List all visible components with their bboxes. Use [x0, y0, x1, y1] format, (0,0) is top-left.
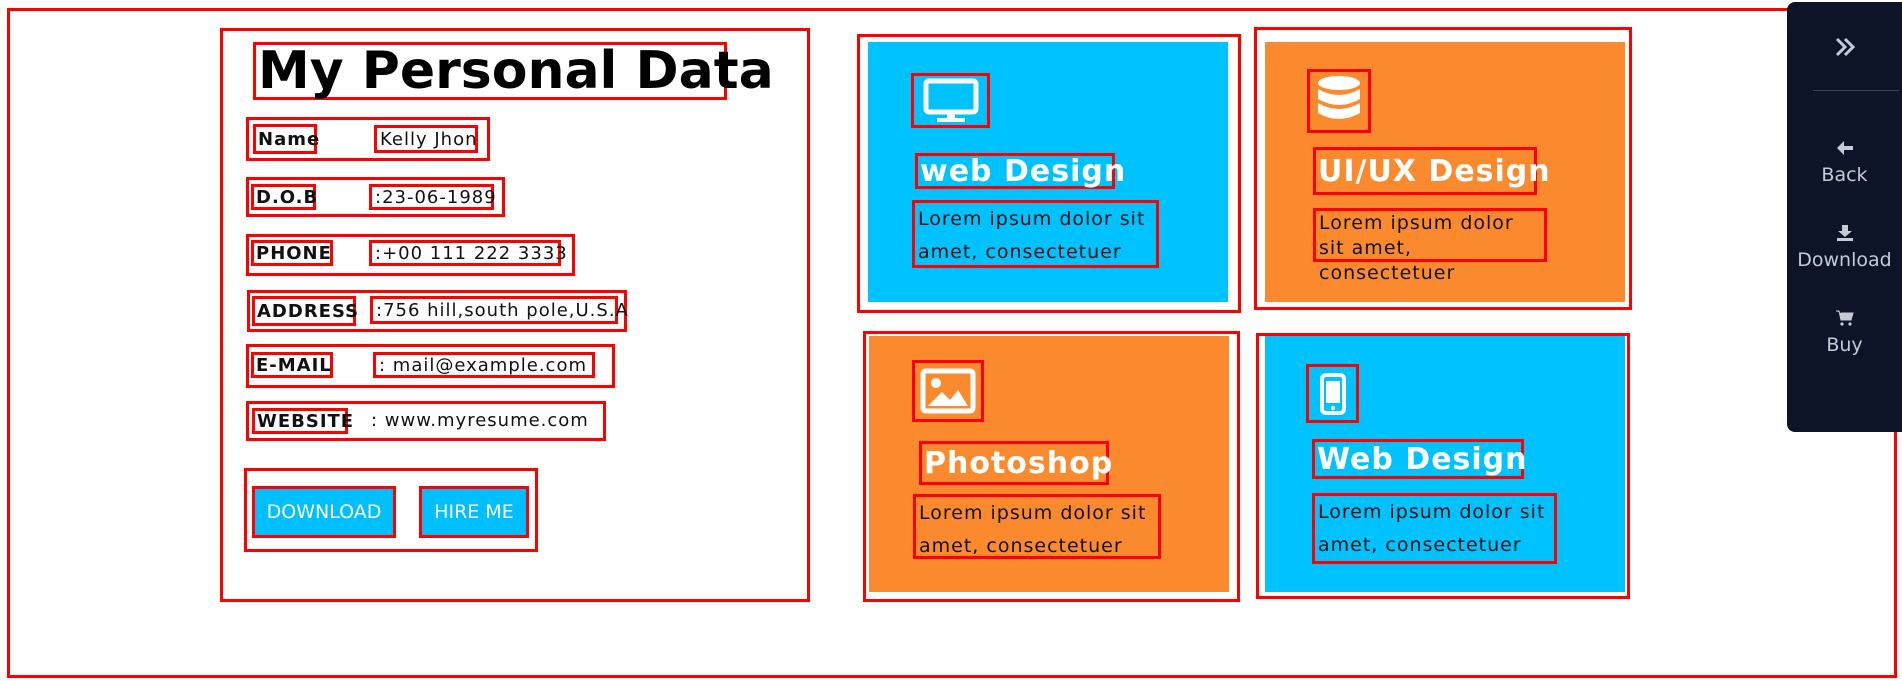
service-card-web-design [857, 34, 1241, 313]
info-row-phone [246, 234, 575, 276]
monitor-icon [911, 73, 990, 128]
action-buttons-group [244, 468, 538, 552]
hire-me-button[interactable]: HIRE ME [419, 486, 529, 538]
name-value: Kelly Jhon [374, 125, 478, 153]
service-card-uiux-design [1254, 27, 1632, 310]
service-title: UI/UX Design [1313, 147, 1550, 195]
info-row-dob [246, 177, 505, 217]
service-card-background [869, 336, 1229, 592]
website-label: WEBSITE [252, 408, 353, 434]
page-title: My Personal Data [253, 42, 774, 100]
toolbar-item-label: Buy [1826, 334, 1863, 356]
toolbar-divider [1813, 90, 1899, 91]
address-label: ADDRESS [252, 296, 358, 326]
info-row-address [247, 290, 627, 332]
toolbar-item-label: Download [1797, 249, 1892, 271]
service-card-background [1265, 336, 1625, 592]
service-title: Web Design [1312, 439, 1527, 479]
cart-icon [1835, 306, 1854, 330]
phone-value: :+00 111 222 3333 [369, 240, 567, 266]
service-card-photoshop [863, 331, 1240, 602]
toolbar-item-label: Back [1821, 164, 1868, 186]
email-label: E-MAIL [251, 352, 333, 378]
service-description: Lorem ipsum dolor sit amet, consectetuer [912, 200, 1159, 268]
service-card-web-design-mobile [1256, 333, 1630, 599]
address-value: :756 hill,south pole,U.S.A [370, 296, 628, 324]
side-toolbar: Back Download Buy [1787, 2, 1902, 432]
toolbar-download-button[interactable]: Download [1787, 221, 1902, 281]
info-row-website [246, 401, 606, 441]
download-icon [1836, 221, 1854, 245]
phone-label: PHONE [251, 240, 333, 266]
toolbar-back-button[interactable]: Back [1787, 136, 1902, 196]
email-value: : mail@example.com [373, 352, 595, 378]
info-row-name [246, 117, 490, 161]
service-description: Lorem ipsum dolor sit amet, consectetuer [1312, 493, 1557, 564]
service-description: Lorem ipsum dolor sit amet, consectetuer [913, 494, 1161, 559]
website-value: : www.myresume.com [371, 410, 589, 431]
service-title: Photoshop [919, 441, 1112, 485]
toolbar-buy-button[interactable]: Buy [1787, 306, 1902, 366]
dob-value: :23-06-1989 [369, 184, 496, 210]
mobile-icon [1306, 364, 1359, 423]
dob-label: D.O.B [251, 184, 317, 210]
chevron-double-right-icon[interactable] [1787, 22, 1902, 72]
download-button[interactable]: DOWNLOAD [252, 486, 396, 538]
name-label: Name [253, 124, 319, 154]
arrow-left-icon [1836, 136, 1854, 160]
service-title: web Design [915, 153, 1125, 189]
info-row-email [246, 344, 615, 388]
database-icon [1307, 69, 1371, 133]
service-description: Lorem ipsum dolor sit amet, consectetuer [1313, 208, 1547, 284]
image-icon [912, 360, 984, 422]
personal-data-card [220, 28, 810, 602]
